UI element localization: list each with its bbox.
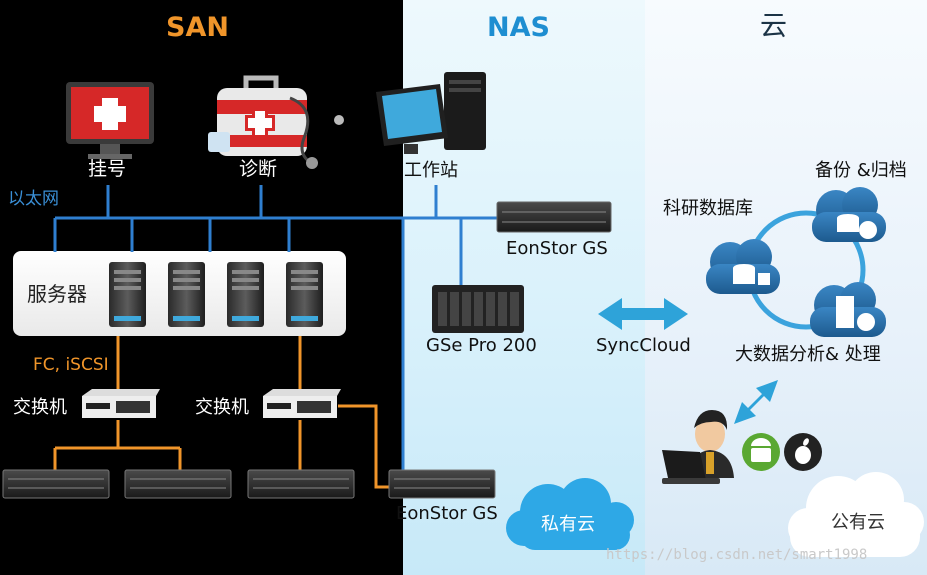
sync-arrow-icon [598,298,688,330]
workstation-label: 工作站 [404,160,458,181]
gse-pro-label: GSe Pro 200 [426,335,537,356]
storage-array-icon [124,469,232,499]
switch-right-label: 交换机 [195,397,249,418]
cloud-title: 云 [760,11,787,42]
eonstor-gs-top-label: EonStor GS [506,238,608,259]
registration-label: 挂号 [88,158,127,180]
private-cloud-label: 私有云 [541,514,595,535]
bigdata-label: 大数据分析& 处理 [735,344,881,365]
research-db-label: 科研数据库 [663,198,753,219]
switch-icon [82,389,160,418]
cloud-database-icon [812,187,886,242]
switch-left-label: 交换机 [13,397,67,418]
watermark: https://blog.csdn.net/smart1998 [606,547,868,563]
storage-array-icon [496,201,612,233]
public-cloud-label: 公有云 [831,512,885,533]
eonstor-gs-bottom-label: EonStor GS [396,503,498,524]
cloud-database-icon [810,282,886,337]
san-title: SAN [166,12,229,43]
medical-kit-icon [208,75,344,169]
diagnosis-label: 诊断 [239,158,278,180]
protocol-label: FC, iSCSI [33,355,109,375]
android-icon [742,433,780,471]
storage-array-icons [2,469,496,499]
workstation-icon [376,72,486,154]
nas-title: NAS [487,12,550,43]
monitor-red-cross-icon [66,82,154,159]
server-tower-icon [286,262,323,327]
ethernet-label: 以太网 [8,189,59,209]
apple-icon [784,433,822,471]
storage-fabric-lines [53,336,390,489]
sync-cloud-label: SyncCloud [596,335,691,356]
server-tower-icon [227,262,264,327]
switch-icon [263,389,341,418]
server-tower-icons [109,262,323,327]
storage-array-icon [247,469,355,499]
storage-array-icon [388,469,496,499]
server-label: 服务器 [27,282,87,306]
ethernet-network-lines [53,185,498,470]
cloud-database-icon [706,239,780,294]
user-laptop-icon [662,410,734,484]
public-cloud-shape [788,472,924,557]
backup-archive-label: 备份 &归档 [815,160,907,181]
server-tower-icon [109,262,146,327]
server-tower-icon [168,262,205,327]
nas-device-icon [432,285,524,333]
storage-array-icon [2,469,110,499]
private-cloud-shape [506,478,634,550]
connection-arrow-icon [734,380,778,424]
